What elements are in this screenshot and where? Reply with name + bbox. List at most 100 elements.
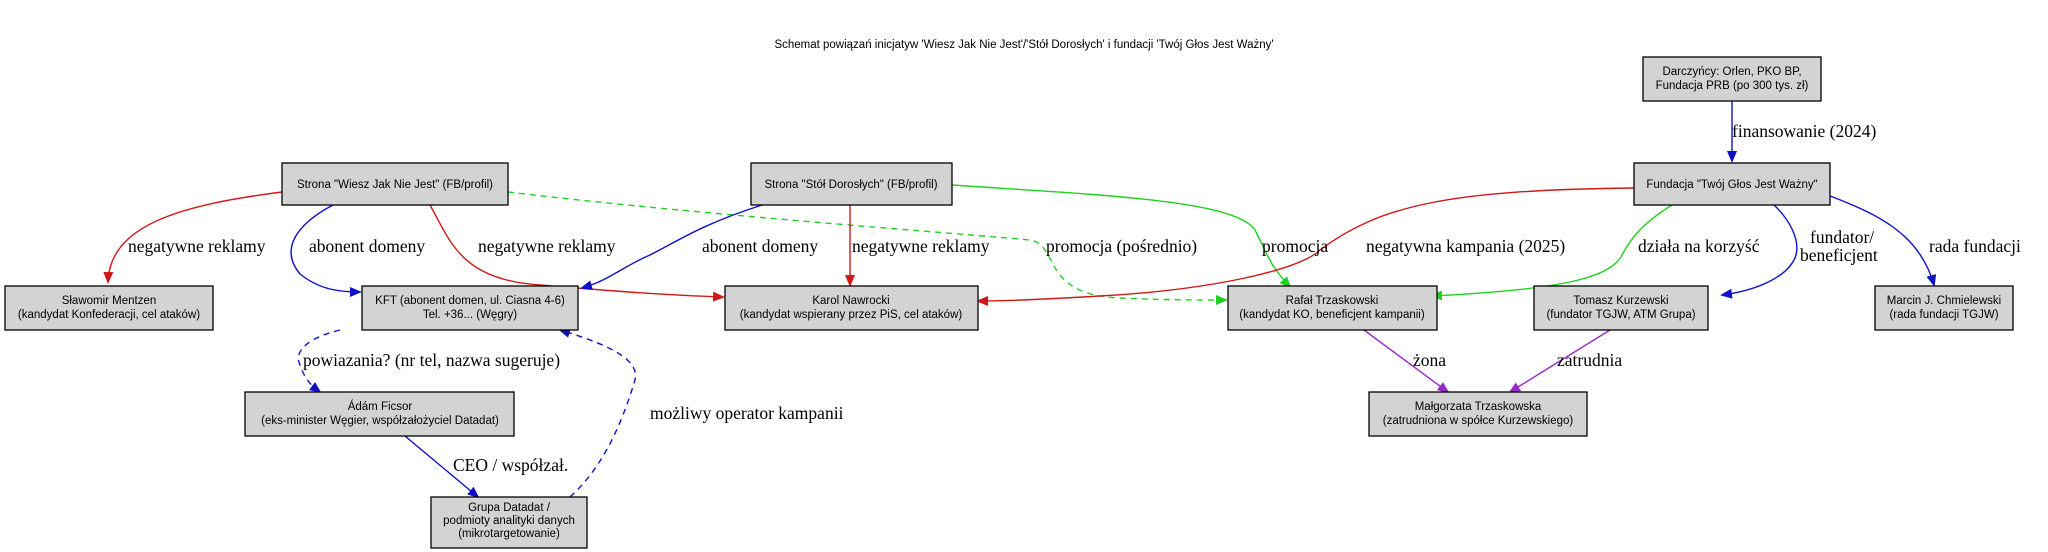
nodes: Darczyńcy: Orlen, PKO BP, Fundacja PRB (p… [4,56,2014,549]
node-label-line: Małgorzata Trzaskowska [1415,401,1542,413]
edge-fundacja-nawrocki [976,187,1635,306]
node-trzaskowski: Rafał Trzaskowski (kandydat KO, beneficje… [1227,285,1438,331]
node-kurzewski: Tomasz Kurzewski (fundator TGJW, ATM Grup… [1533,285,1709,331]
edge-wiesz-kft [290,204,362,297]
edge-ficsor-datadat [404,435,480,499]
node-label-line: (rada fundacji TGJW) [1889,309,1998,321]
edge-label-line: beneficjent [1800,245,1878,265]
edge-label: możliwy operator kampanii [650,403,844,423]
node-wiesz-jak-nie-jest: Strona "Wiesz Jak Nie Jest" (FB/profil) [281,162,509,206]
node-chmielewski: Marcin J. Chmielewski (rada fundacji TGJW… [1874,285,2014,331]
node-label: Tomasz Kurzewski (fundator TGJW, ATM Grup… [1546,295,1695,321]
diagram-title: Schemat powiązań inicjatyw 'Wiesz Jak Ni… [774,39,1273,51]
node-label: Grupa Datadat /podmioty analityki danych… [443,502,575,540]
edge-labels: finansowanie (2024) negatywne reklamy ab… [128,121,2021,475]
node-label-line: Fundacja PRB (po 300 tys. zł) [1656,80,1809,92]
edge-label: negatywne reklamy [128,236,266,256]
node-label: Fundacja "Twój Głos Jest Ważny" [1646,179,1817,191]
node-label-line: KFT (abonent domen, ul. Ciasna 4-6) [375,295,565,307]
node-label-line: (mikrotargetowanie) [458,528,560,540]
edge-label-line: negatywne reklamy [852,236,990,256]
edge-stol-trzaskowski [951,184,1292,289]
node-label: Strona "Wiesz Jak Nie Jest" (FB/profil) [297,179,493,191]
edge-label: działa na korzyść [1638,236,1760,256]
edge-label: abonent domeny [702,236,818,256]
edge-label-line: finansowanie (2024) [1732,121,1877,141]
node-mentzen: Sławomir Mentzen (kandydat Konfederacji, … [4,285,214,331]
node-label-line: Marcin J. Chmielewski [1887,295,2001,307]
node-label-line: Fundacja "Twój Głos Jest Ważny" [1646,179,1817,191]
edge-label-line: możliwy operator kampanii [650,403,844,423]
edge-label: abonent domeny [309,236,425,256]
edge-label: fundator/beneficjent [1800,227,1878,265]
node-label-line: Ádám Ficsor [348,400,413,413]
edge-datadat-kft [558,328,637,498]
edge-label: finansowanie (2024) [1732,121,1877,141]
node-label-line: Strona "Wiesz Jak Nie Jest" (FB/profil) [297,179,493,191]
edge-wiesz-mentzen [103,191,283,284]
edge-kft-ficsor [297,329,341,394]
node-label-line: (zatrudniona w spółce Kurzewskiego) [1383,415,1574,427]
edge-label: żona [1413,350,1446,370]
edge-label-line: promocja (pośrednio) [1046,236,1197,256]
edge-kurzewski-malgorzata [1508,329,1611,394]
node-label: Darczyńcy: Orlen, PKO BP, Fundacja PRB (p… [1656,66,1809,92]
edge-label: negatywna kampania (2025) [1366,236,1565,256]
node-ficsor: Ádám Ficsor (eks-minister Węgier, współza… [244,391,515,437]
node-label-line: (fundator TGJW, ATM Grupa) [1546,309,1695,321]
node-label-line: podmioty analityki danych [443,515,575,527]
edge-label: negatywne reklamy [478,236,616,256]
node-datadat: Grupa Datadat /podmioty analityki danych… [430,496,588,549]
node-label-line: (kandydat KO, beneficjent kampanii) [1239,309,1425,321]
node-label: Ádám Ficsor (eks-minister Węgier, współza… [261,400,499,427]
node-label-line: Tel. +36... (Węgry) [423,309,517,321]
node-label-line: Strona "Stół Dorosłych" (FB/profil) [764,179,937,191]
edge-label-line: rada fundacji [1929,236,2021,256]
edges [103,101,1937,499]
edge-fundacja-chmielewski [1829,195,1937,287]
edge-label-line: abonent domeny [309,236,425,256]
node-nawrocki: Karol Nawrocki (kandydat wspierany przez … [724,285,979,331]
node-label: Małgorzata Trzaskowska (zatrudniona w spó… [1383,401,1574,427]
edge-label: negatywne reklamy [852,236,990,256]
node-label: Rafał Trzaskowski (kandydat KO, beneficje… [1239,295,1425,321]
node-fundacja: Fundacja "Twój Głos Jest Ważny" [1633,162,1831,206]
edge-label-line: CEO / współzał. [453,455,568,475]
node-label-line: Sławomir Mentzen [62,295,157,307]
edge-label-line: promocja [1262,236,1328,256]
node-darczyncy: Darczyńcy: Orlen, PKO BP, Fundacja PRB (p… [1642,56,1822,102]
node-label-line: Darczyńcy: Orlen, PKO BP, [1662,66,1801,78]
edge-label-line: zatrudnia [1557,350,1622,370]
node-label-line: (kandydat Konfederacji, cel ataków) [18,309,200,321]
node-label: Marcin J. Chmielewski (rada fundacji TGJW… [1887,295,2001,321]
edge-label: rada fundacji [1929,236,2021,256]
edge-stol-kft [580,204,763,291]
edge-fundacja-kurzewski [1720,204,1798,299]
edge-label-line: abonent domeny [702,236,818,256]
node-kft: KFT (abonent domen, ul. Ciasna 4-6) Tel. … [361,285,579,331]
edge-wiesz-trzaskowski [507,191,1228,305]
edge-label: promocja (pośrednio) [1046,236,1197,256]
node-label-line: Karol Nawrocki [812,295,889,307]
node-stol-doroslych: Strona "Stół Dorosłych" (FB/profil) [750,162,953,206]
edge-label: zatrudnia [1557,350,1622,370]
node-label-line: (eks-minister Węgier, współzałożyciel Da… [261,415,499,427]
edge-label-line: negatywne reklamy [478,236,616,256]
node-label: Sławomir Mentzen (kandydat Konfederacji, … [18,295,200,321]
edge-trzaskowski-malgorzata [1363,329,1450,394]
edge-wiesz-nawrocki [429,204,725,302]
edge-label-line: fundator/ [1810,227,1874,247]
edge-label-line: powiazania? (nr tel, nazwa sugeruje) [303,350,560,370]
edge-label: promocja [1262,236,1328,256]
node-label-line: Tomasz Kurzewski [1573,295,1668,307]
edge-label-line: żona [1413,350,1446,370]
edge-fundacja-trzaskowski [1430,204,1673,301]
edge-label-line: działa na korzyść [1638,236,1760,256]
node-label: Strona "Stół Dorosłych" (FB/profil) [764,179,937,191]
node-label-line: (kandydat wspierany przez PiS, cel atakó… [740,309,963,321]
node-label-line: Grupa Datadat / [468,502,551,514]
edge-label-line: negatywna kampania (2025) [1366,236,1565,256]
node-label-line: Rafał Trzaskowski [1286,295,1379,307]
edge-label: powiazania? (nr tel, nazwa sugeruje) [303,350,560,370]
